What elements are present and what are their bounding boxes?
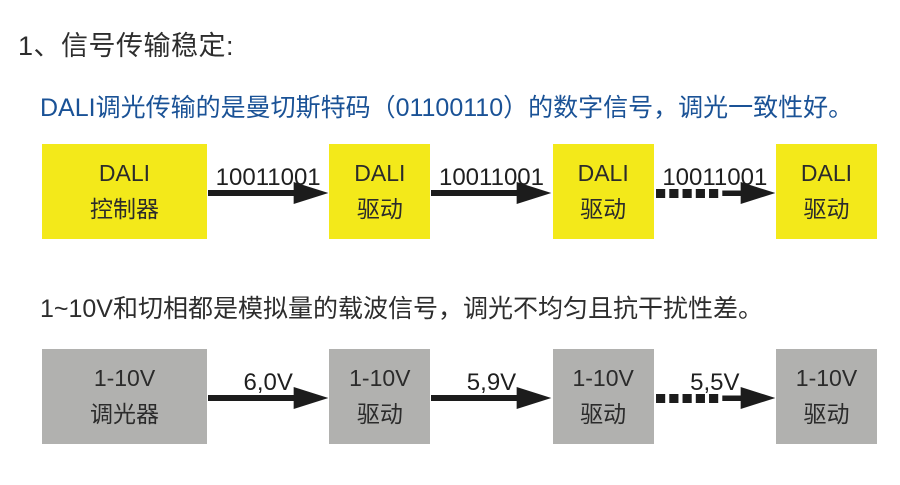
dali-arrow-3-dashed: 10011001 (654, 144, 776, 239)
node-line2: 驱动 (580, 400, 627, 427)
analog-arrow-3-dashed: 5,5V (654, 349, 776, 444)
arrow-right-icon (431, 386, 552, 409)
dashed-arrow-right-icon (655, 181, 775, 204)
dashed-arrow-right-icon (655, 386, 775, 409)
flow-node-analog-dimmer: 1-10V 调光器 (42, 349, 207, 444)
arrow-right-icon (431, 181, 552, 204)
arrow-label: 5,5V (690, 368, 740, 396)
dali-description: DALI调光传输的是曼切斯特码（01100110）的数字信号，调光一致性好。 (40, 94, 854, 122)
node-line1: 1-10V (795, 364, 858, 391)
node-line2: 驱动 (803, 195, 850, 222)
analog-flow-row: 1-10V 调光器 6,0V 1-10V 驱动 5,9V 1-10V 驱动 (42, 349, 877, 444)
node-line2: 驱动 (803, 400, 850, 427)
flow-node-dali-driver-3: DALI 驱动 (775, 144, 877, 239)
node-line2: 驱动 (356, 195, 403, 222)
node-line1: DALI (800, 159, 853, 186)
node-line1: DALI (577, 159, 629, 186)
dali-arrow-1: 10011001 (207, 144, 329, 239)
node-line1: 1-10V (93, 364, 156, 391)
arrow-label: 5,9V (466, 368, 517, 396)
arrow-right-icon (208, 386, 329, 409)
dali-flow-row: DALI 控制器 10011001 DALI 驱动 10011001 DALI … (42, 144, 877, 239)
flow-node-dali-driver-2: DALI 驱动 (552, 144, 654, 239)
node-line2: 调光器 (90, 400, 159, 427)
flow-node-analog-driver-1: 1-10V 驱动 (329, 349, 431, 444)
flow-node-analog-driver-3: 1-10V 驱动 (775, 349, 877, 444)
flow-node-dali-driver-1: DALI 驱动 (329, 144, 431, 239)
analog-arrow-2: 5,9V (430, 349, 552, 444)
dali-arrow-2: 10011001 (430, 144, 552, 239)
node-line2: 驱动 (580, 195, 627, 222)
flow-node-analog-driver-2: 1-10V 驱动 (552, 349, 654, 444)
node-line1: DALI (354, 159, 406, 186)
page-title: 1、信号传输稳定: (18, 31, 235, 61)
flow-node-dali-controller: DALI 控制器 (42, 144, 207, 239)
node-line1: 1-10V (572, 364, 634, 391)
arrow-label: 6,0V (243, 368, 293, 396)
node-line1: 1-10V (349, 364, 411, 391)
arrow-right-icon (208, 181, 329, 204)
node-line2: 控制器 (90, 195, 159, 222)
analog-arrow-1: 6,0V (207, 349, 329, 444)
node-line1: DALI (98, 159, 151, 186)
analog-description: 1~10V和切相都是模拟量的载波信号，调光不均匀且抗干扰性差。 (40, 295, 763, 323)
node-line2: 驱动 (356, 400, 403, 427)
